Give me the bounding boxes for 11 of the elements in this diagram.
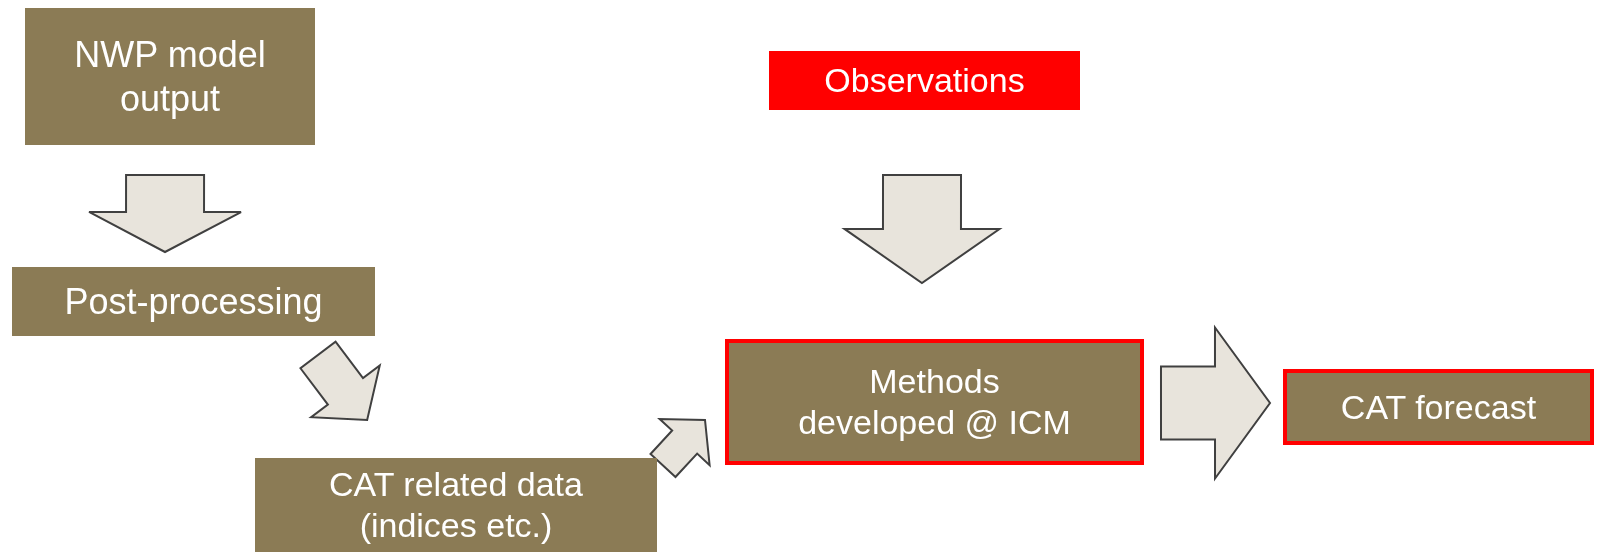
process-box: CAT related data (indices etc.) [255,458,657,552]
block-arrow [299,340,382,422]
process-box: NWP model output [25,8,315,145]
block-arrow [649,417,711,479]
process-box: Observations [769,51,1080,110]
block-arrow [88,173,243,254]
block-arrow [1160,324,1272,482]
process-box: CAT forecast [1283,369,1594,445]
process-box: Methods developed @ ICM [725,339,1144,465]
process-box: Post-processing [12,267,375,336]
block-arrow [841,173,1003,285]
